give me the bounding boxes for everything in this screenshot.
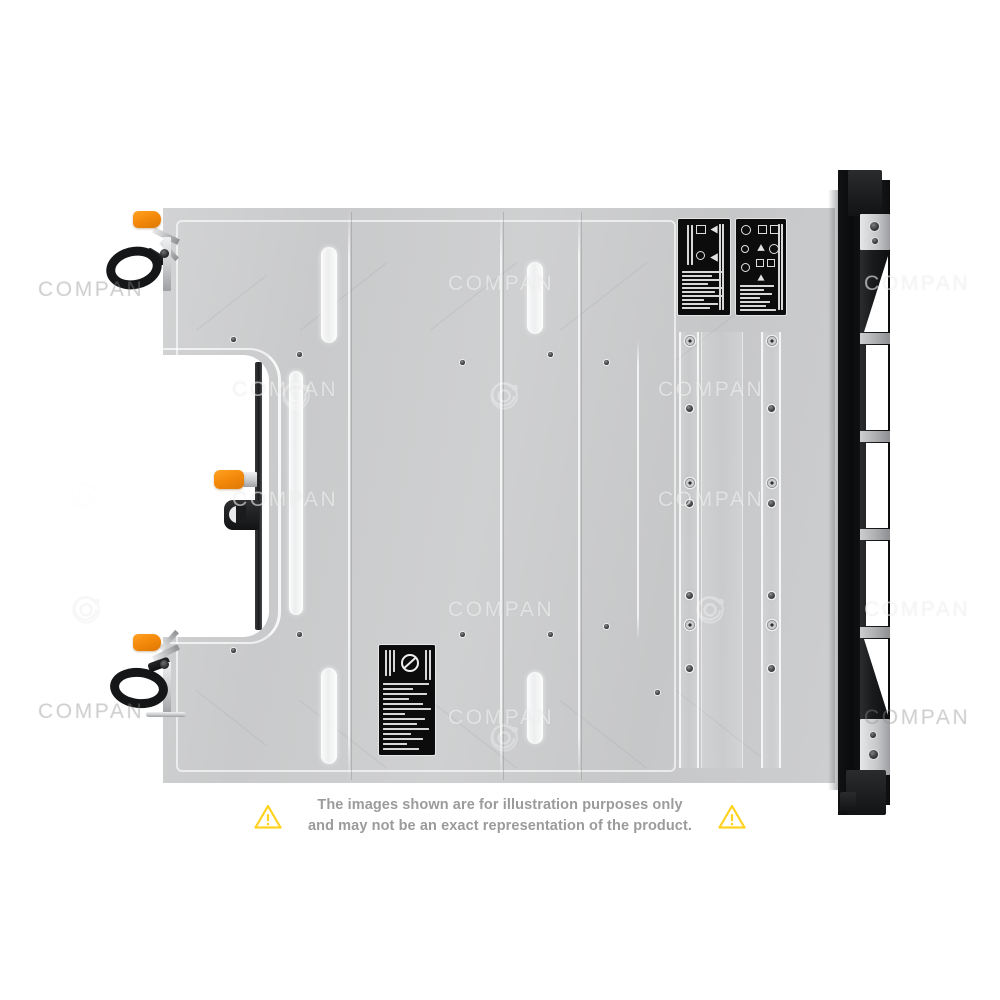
chassis-rib xyxy=(701,332,743,768)
chassis-screw xyxy=(768,500,775,507)
front-bezel-panel[interactable] xyxy=(834,170,896,815)
chassis-screw xyxy=(685,478,695,488)
disclaimer-bar: The images shown are for illustration pu… xyxy=(0,788,1000,844)
chassis-screw xyxy=(768,665,775,672)
chassis-screw xyxy=(685,336,695,346)
disclaimer-line-1: The images shown are for illustration pu… xyxy=(317,797,683,814)
chassis-screw xyxy=(686,592,693,599)
disclaimer-line-2: and may not be an exact representation o… xyxy=(307,818,693,834)
bezel-ventilation-slots xyxy=(866,345,888,430)
panel-slot-recess xyxy=(527,672,543,744)
bezel-rail xyxy=(860,431,890,442)
latch-pivot-knob-top xyxy=(160,249,169,258)
chassis-screw xyxy=(686,665,693,672)
panel-rivet xyxy=(231,337,236,342)
chassis-rib xyxy=(761,332,781,768)
orange-release-latch-middle[interactable] xyxy=(214,470,244,489)
bezel-top-cap xyxy=(848,170,882,216)
bezel-bottom-bracket xyxy=(860,719,890,775)
panel-rivet xyxy=(460,632,465,637)
regulatory-compliance-label-right xyxy=(736,219,786,315)
chassis-notch-dark-edge xyxy=(255,362,262,630)
panel-slot-recess xyxy=(321,668,337,764)
chassis-screw xyxy=(686,405,693,412)
panel-rivet xyxy=(548,632,553,637)
circular-target-logo xyxy=(72,596,100,624)
warning-triangle-icon xyxy=(254,804,282,829)
bezel-foot xyxy=(840,792,856,812)
panel-rivet xyxy=(460,360,465,365)
regulatory-compliance-label-left xyxy=(678,219,730,315)
bezel-screw xyxy=(869,750,878,759)
circular-target-logo xyxy=(70,482,98,510)
latch-metal-tab-middle xyxy=(243,472,257,487)
chassis-screw xyxy=(768,405,775,412)
panel-seam xyxy=(348,212,350,780)
panel-slot-recess xyxy=(289,371,303,615)
latch-metal-bracket-bottom xyxy=(163,662,171,714)
chassis-screw xyxy=(685,620,695,630)
chassis-notch-cutout xyxy=(163,355,269,637)
bezel-chassis-shadow xyxy=(828,190,838,790)
black-cable-strap-bottom[interactable] xyxy=(108,665,170,711)
bezel-ventilation-slots xyxy=(866,541,888,626)
chassis-screw xyxy=(768,592,775,599)
bezel-screw xyxy=(870,732,876,738)
warning-triangle-icon xyxy=(718,804,746,829)
panel-rivet xyxy=(231,648,236,653)
bezel-rail xyxy=(860,333,890,344)
chassis-rib xyxy=(679,332,699,768)
orange-release-latch-top[interactable] xyxy=(133,211,161,228)
panel-seam xyxy=(500,212,502,780)
panel-rivet xyxy=(548,352,553,357)
panel-rivet xyxy=(297,352,302,357)
chassis-screw xyxy=(767,620,777,630)
bezel-top-bracket xyxy=(860,214,890,250)
panel-rivet xyxy=(655,690,660,695)
latch-bracket-hole-inner xyxy=(236,506,246,523)
panel-seam xyxy=(578,212,580,780)
chassis-screw xyxy=(767,336,777,346)
panel-rivet xyxy=(604,360,609,365)
bezel-rail xyxy=(860,529,890,540)
latch-metal-bracket-top xyxy=(163,237,171,291)
panel-seam-shadow xyxy=(581,212,582,780)
bezel-screw xyxy=(872,238,878,244)
chassis-screw xyxy=(767,478,777,488)
panel-slot-recess xyxy=(527,262,543,334)
bezel-ventilation-slots xyxy=(866,443,888,528)
bezel-screw xyxy=(870,222,879,231)
panel-seam-shadow xyxy=(503,212,504,780)
latch-pivot-knob-bottom xyxy=(160,660,169,669)
latch-foot-bottom xyxy=(146,712,186,717)
panel-seam-shadow xyxy=(351,212,352,780)
panel-seam xyxy=(637,340,639,640)
bezel-rail xyxy=(860,627,890,638)
panel-rivet xyxy=(604,624,609,629)
warning-label-bottom xyxy=(379,645,435,755)
orange-release-latch-bottom[interactable] xyxy=(133,634,161,651)
black-cable-strap-top[interactable] xyxy=(102,241,166,295)
chassis-screw xyxy=(686,500,693,507)
disclaimer-text: The images shown are for illustration pu… xyxy=(308,795,692,836)
panel-rivet xyxy=(297,632,302,637)
panel-slot-recess xyxy=(321,247,337,343)
